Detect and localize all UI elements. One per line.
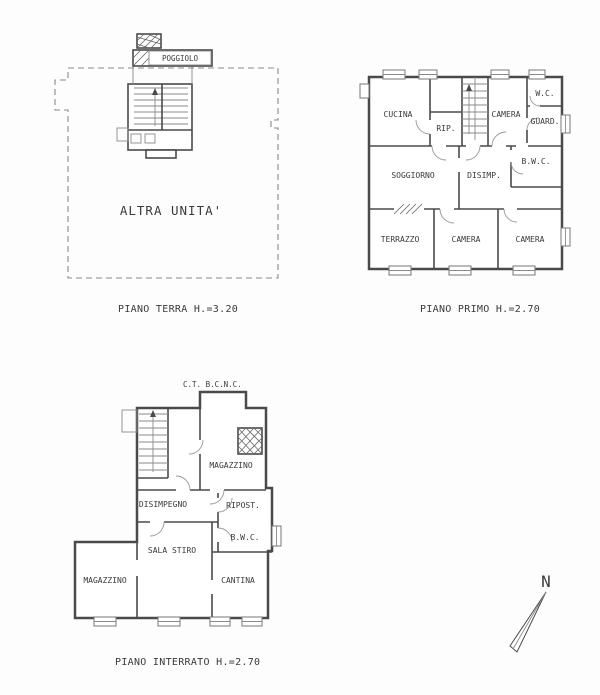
room-label-magazzino-top: MAGAZZINO bbox=[209, 461, 253, 470]
unit-label: ALTRA UNITA' bbox=[120, 203, 222, 218]
north-label: N bbox=[541, 572, 551, 591]
windows bbox=[359, 69, 571, 276]
room-label-cantina: CANTINA bbox=[221, 576, 255, 585]
stair-arrow-icon bbox=[466, 84, 472, 91]
piano-primo-plan: CUCINA RIP. CAMERA W.C. GUARD. SOGGIORNO… bbox=[359, 69, 571, 315]
balcony-poggiolo: POGGIOLO bbox=[132, 33, 213, 84]
room-label-magazzino-left: MAGAZZINO bbox=[83, 576, 127, 585]
door-openings bbox=[134, 440, 224, 594]
dashed-unit-boundary bbox=[54, 67, 279, 279]
stairs bbox=[137, 408, 169, 479]
stair-treads bbox=[134, 87, 188, 125]
outer-walls bbox=[73, 390, 274, 620]
door-arcs bbox=[415, 95, 541, 224]
stair-arrow-icon bbox=[152, 88, 158, 95]
piano-primo-caption: PIANO PRIMO H.=2.70 bbox=[420, 304, 540, 315]
stairwell bbox=[116, 83, 193, 159]
balcony-label: POGGIOLO bbox=[162, 54, 199, 63]
room-label-camera-bottom-center: CAMERA bbox=[452, 235, 481, 244]
stair-arrow-icon bbox=[150, 410, 156, 417]
room-label-camera-top: CAMERA bbox=[492, 110, 521, 119]
room-label-camera-bottom-right: CAMERA bbox=[516, 235, 545, 244]
room-label-terrazzo: TERRAZZO bbox=[381, 235, 420, 244]
piano-interrato-plan: C.T. B.C.N.C. MAGAZZINO DISIMPEGNO RIPOS… bbox=[73, 380, 282, 668]
room-label-ripost: RIPOST. bbox=[226, 501, 260, 510]
door-openings bbox=[394, 103, 540, 212]
hatched-shaft bbox=[237, 427, 263, 455]
room-label-bwc: B.W.C. bbox=[522, 157, 551, 166]
piano-terra-caption: PIANO TERRA H.=3.20 bbox=[118, 304, 238, 315]
room-label-disimp: DISIMP. bbox=[467, 171, 501, 180]
room-label-sala-stiro: SALA STIRO bbox=[148, 546, 196, 555]
room-label-wc: W.C. bbox=[535, 89, 554, 98]
room-label-rip: RIP. bbox=[436, 124, 455, 133]
windows bbox=[93, 525, 282, 627]
piano-interrato-caption: PIANO INTERRATO H.=2.70 bbox=[115, 657, 260, 668]
room-label-guard: GUARD. bbox=[531, 117, 560, 126]
room-label-disimpegno: DISIMPEGNO bbox=[139, 500, 187, 509]
north-compass: N bbox=[509, 572, 551, 653]
terrace-threshold-hatch bbox=[393, 203, 423, 215]
annex-label: C.T. B.C.N.C. bbox=[183, 380, 242, 389]
room-label-soggiorno: SOGGIORNO bbox=[391, 171, 435, 180]
door-arcs bbox=[149, 439, 233, 543]
piano-terra-plan: POGGIOLO ALTRA UNITA' PIANO TERRA H.=3.2… bbox=[54, 33, 279, 315]
stair-landing bbox=[145, 149, 177, 159]
room-label-bwc: B.W.C. bbox=[231, 533, 260, 542]
stairs bbox=[462, 77, 488, 140]
hatched-block bbox=[136, 33, 162, 49]
room-label-cucina: CUCINA bbox=[384, 110, 413, 119]
